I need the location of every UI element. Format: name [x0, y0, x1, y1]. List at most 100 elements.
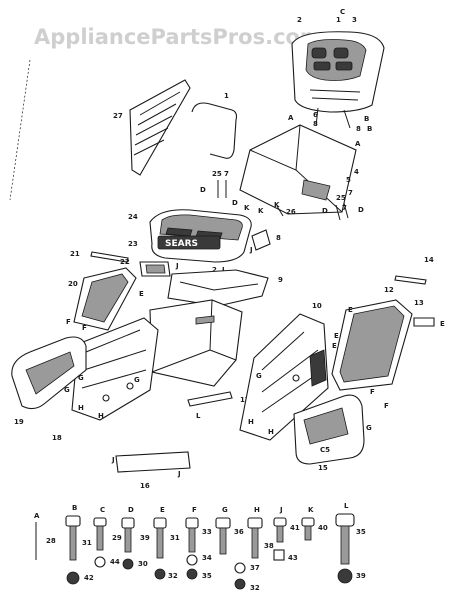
part-label: 7: [348, 189, 353, 197]
letter-label: H: [254, 506, 260, 514]
part-label: 6: [313, 111, 318, 119]
part-label: 39: [356, 572, 366, 580]
letter-label: J: [249, 246, 253, 254]
part-label: 39: [140, 534, 150, 542]
letter-label: J: [279, 506, 283, 514]
panel-27: [129, 79, 191, 176]
letter-label: F: [192, 506, 197, 514]
letter-label: G: [134, 376, 140, 384]
part-label: 16: [140, 482, 150, 490]
part-label: 1: [224, 92, 229, 100]
part-label: 43: [288, 554, 298, 562]
part-label: 27: [113, 112, 123, 120]
clip-13: [413, 317, 435, 327]
part-label: 2: [297, 16, 302, 24]
part-label: 44: [110, 558, 120, 566]
letter-label: D: [322, 207, 328, 215]
letter-label: E: [160, 506, 165, 514]
letter-label: K: [244, 204, 250, 212]
letter-label: C: [100, 506, 105, 514]
dash-panel-24: SEARS: [149, 209, 252, 263]
letter-label: A: [288, 114, 294, 122]
part-label: 1: [336, 16, 341, 24]
fender-19: [11, 336, 87, 410]
letter-label: C: [340, 8, 345, 16]
rod-14: [394, 275, 427, 285]
part-label: 25: [336, 194, 346, 202]
part-label: 22: [120, 258, 130, 266]
letter-label: H: [98, 412, 104, 420]
part-label: 15: [318, 464, 328, 472]
letter-label: F: [384, 402, 389, 410]
part-label: 36: [234, 528, 244, 536]
letter-label: E: [139, 290, 144, 298]
part-label: 38: [264, 542, 274, 550]
part-label: 8: [356, 125, 361, 133]
letter-label: E: [332, 342, 337, 350]
letter-label: J: [221, 266, 225, 274]
part-label: 2: [212, 266, 217, 274]
part-label: 41: [290, 524, 300, 532]
letter-label: A: [355, 140, 361, 148]
part-label: 19: [14, 418, 24, 426]
gasket-1: [191, 102, 238, 159]
part-label: 10: [312, 302, 322, 310]
part-label: 25: [212, 170, 222, 178]
part-label: 32: [168, 572, 178, 580]
letter-label: J: [177, 470, 181, 478]
part-label: 30: [138, 560, 148, 568]
letter-label: H: [78, 404, 84, 412]
letter-label: E: [440, 320, 445, 328]
bar-16: [115, 451, 191, 473]
letter-label: D: [200, 186, 206, 194]
part-label: 37: [250, 564, 260, 572]
letter-label: E: [348, 306, 353, 314]
part-label: 20: [68, 280, 78, 288]
part-label: 12: [384, 286, 394, 294]
part-label: 31: [82, 539, 92, 547]
part-label: 7: [342, 204, 347, 212]
letter-label: F: [82, 324, 87, 332]
letter-label: B: [72, 504, 77, 512]
letter-label: G: [366, 424, 372, 432]
letter-label: J: [111, 456, 115, 464]
letter-label: G: [256, 372, 262, 380]
footrest-12: [331, 299, 413, 391]
letter-label: D: [358, 206, 364, 214]
letter-label: D: [232, 199, 238, 207]
letter-label: A: [34, 512, 40, 520]
part-label: 29: [112, 534, 122, 542]
letter-label: L: [344, 502, 349, 510]
part-label: 3: [352, 16, 357, 24]
hood-4: [239, 124, 357, 215]
part-label: 40: [318, 524, 328, 532]
letter-label: L: [196, 412, 201, 420]
letter-label: K: [274, 201, 280, 209]
part-label: 17: [240, 396, 250, 404]
watermark-text: AppliancePartsPros.com: [34, 25, 322, 49]
part-label: 8: [313, 120, 318, 128]
letter-label: B: [367, 125, 372, 133]
letter-label: F: [66, 318, 71, 326]
part-label: 4: [354, 168, 359, 176]
sears-logo: SEARS: [165, 239, 198, 249]
part-label: 7: [224, 170, 229, 178]
center-chassis: [149, 299, 243, 387]
part-label: 21: [70, 250, 80, 258]
fender-15: [293, 394, 365, 465]
part-label: 9: [278, 276, 283, 284]
letter-label: D: [128, 506, 134, 514]
part-label: 42: [84, 574, 94, 582]
letter-label: H: [248, 418, 254, 426]
letter-label: E: [334, 332, 339, 340]
side-panel-left: [71, 317, 159, 421]
letter-label: G: [222, 506, 228, 514]
part-label: 32: [250, 584, 260, 592]
part-label: 13: [414, 299, 424, 307]
part-label: 24: [128, 213, 138, 221]
part-label: 14: [424, 256, 434, 264]
hardware-row: A 28 B 31 42 C 29 44 D 39 30 E 31 32 F: [34, 502, 366, 592]
letter-label: K: [258, 207, 264, 215]
part-label: 18: [52, 434, 62, 442]
letter-label: J: [175, 262, 179, 270]
